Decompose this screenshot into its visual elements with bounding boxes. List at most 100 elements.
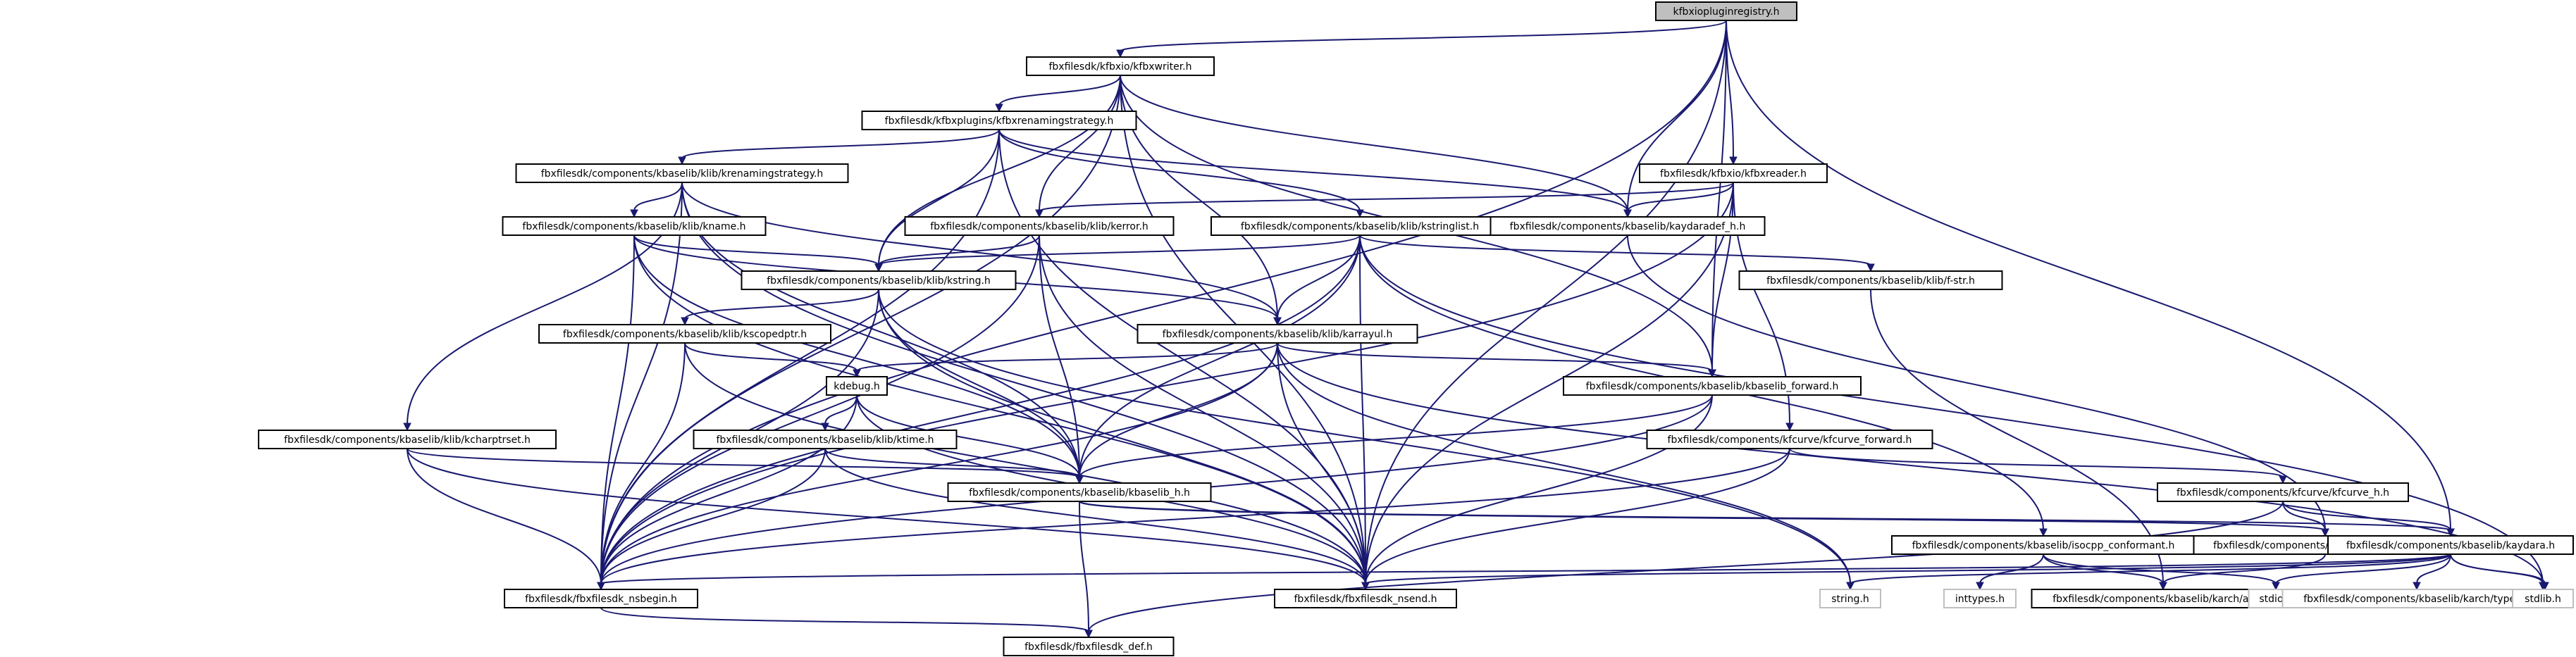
node-ktime[interactable]: fbxfilesdk/components/kbaselib/klib/ktim… bbox=[693, 430, 958, 449]
node-label: fbxfilesdk/components/kfcurve/kfcurve_h.… bbox=[2176, 487, 2389, 499]
node-kscoped[interactable]: fbxfilesdk/components/kbaselib/klib/ksco… bbox=[538, 324, 831, 344]
edge-kaydaradef-to-karch bbox=[2162, 553, 2326, 584]
node-label: fbxfilesdk/components/kbaselib/klib/kcha… bbox=[284, 434, 531, 446]
edge-kaydara-to-stringh-arrowhead bbox=[1846, 582, 1854, 591]
node-kcharptr[interactable]: fbxfilesdk/components/kbaselib/klib/kcha… bbox=[258, 430, 557, 449]
node-fstr[interactable]: fbxfilesdk/components/kbaselib/klib/f-st… bbox=[1738, 270, 2003, 290]
edge-renstrat-to-kstringlist bbox=[998, 129, 1361, 212]
node-box bbox=[904, 216, 1175, 236]
edge-kcurvefwd-to-nsend bbox=[1365, 448, 1790, 584]
edge-writer-to-kaydaradefh bbox=[1120, 75, 1628, 212]
edge-ktime-to-kbaselibh-arrowhead bbox=[1075, 475, 1084, 484]
edge-kerror-to-kstring bbox=[878, 234, 1040, 266]
edge-kaydara-to-stdio bbox=[2275, 553, 2451, 584]
node-box bbox=[1003, 637, 1175, 656]
node-kstringlist[interactable]: fbxfilesdk/components/kbaselib/klib/kstr… bbox=[1210, 216, 1509, 236]
node-renstrat[interactable]: fbxfilesdk/kfbxplugins/kfbxrenamingstrat… bbox=[861, 111, 1137, 130]
node-kaydara[interactable]: fbxfilesdk/components/kbaselib/kaydara.h bbox=[2327, 535, 2574, 555]
node-ktypes: fbxfilesdk/components/kbaselib/karch/typ… bbox=[2281, 589, 2552, 608]
node-fdef[interactable]: fbxfilesdk/fbxfilesdk_def.h bbox=[1003, 637, 1175, 656]
node-label: fbxfilesdk/kfbxio/kfbxreader.h bbox=[1660, 168, 1807, 180]
edge-root-to-nsend bbox=[1365, 20, 1727, 584]
node-label: inttypes.h bbox=[1955, 594, 2005, 605]
node-box bbox=[947, 482, 1212, 502]
node-box bbox=[1026, 56, 1215, 76]
node-box bbox=[538, 324, 831, 344]
node-label: fbxfilesdk/components/kbaselib/isocpp_co… bbox=[1912, 540, 2175, 551]
node-box bbox=[1738, 270, 2003, 290]
edge-kstring-to-kscoped bbox=[684, 289, 879, 320]
edge-kaydara-to-stdlib-arrowhead bbox=[2539, 582, 2547, 591]
node-reader[interactable]: fbxfilesdk/kfbxio/kfbxreader.h bbox=[1639, 163, 1828, 183]
node-box bbox=[861, 111, 1137, 130]
node-box bbox=[1210, 216, 1509, 236]
edge-kaydara-to-ctype bbox=[2450, 553, 2546, 584]
node-isocpp[interactable]: fbxfilesdk/components/kbaselib/isocpp_co… bbox=[1891, 535, 2196, 555]
edge-karrayul-to-kdebug-arrowhead bbox=[853, 369, 861, 378]
edge-renstrat-to-krename-arrowhead bbox=[678, 156, 686, 165]
node-label: fbxfilesdk/components/kbaselib/klib/f-st… bbox=[1766, 275, 1975, 287]
node-label: fbxfilesdk/components/kbaselib/klib/karr… bbox=[1163, 329, 1393, 340]
edge-writer-to-renstrat bbox=[998, 75, 1121, 106]
edge-kstringlist-to-kstring-arrowhead bbox=[874, 263, 883, 273]
edge-kaydara-to-stringh bbox=[1850, 553, 2451, 584]
node-box bbox=[2512, 589, 2574, 608]
node-box bbox=[1891, 535, 2196, 555]
node-kerror[interactable]: fbxfilesdk/components/kbaselib/klib/kerr… bbox=[904, 216, 1175, 236]
edge-kaydara-to-stdio-arrowhead bbox=[2272, 582, 2280, 591]
node-box bbox=[504, 589, 698, 608]
node-krename[interactable]: fbxfilesdk/components/kbaselib/klib/kren… bbox=[515, 163, 849, 183]
edge-kerror-to-nsend bbox=[1039, 234, 1366, 584]
edge-root-to-kaydaradefh bbox=[1627, 20, 1727, 212]
edge-kname-to-nsbegin bbox=[600, 234, 635, 584]
node-kname[interactable]: fbxfilesdk/components/kbaselib/klib/knam… bbox=[502, 216, 767, 236]
edge-kerror-to-kbaselibh bbox=[1039, 234, 1080, 478]
node-kbaselibh[interactable]: fbxfilesdk/components/kbaselib/kbaselib_… bbox=[947, 482, 1212, 502]
nodes-layer: kfbxiopluginregistry.h fbxfilesdk/kfbxio/… bbox=[258, 1, 2574, 656]
node-karrayul[interactable]: fbxfilesdk/components/kbaselib/klib/karr… bbox=[1137, 324, 1418, 344]
edge-kaydaradefh-to-kaydaradef bbox=[1627, 234, 2326, 531]
node-kfcurveh[interactable]: fbxfilesdk/components/kfcurve/kfcurve_h.… bbox=[2157, 482, 2409, 502]
node-kfwd[interactable]: fbxfilesdk/components/kbaselib/kbaselib_… bbox=[1563, 376, 1862, 396]
edge-karrayul-to-nsend bbox=[1277, 342, 1366, 584]
edge-kcharptr-to-kbaselibh bbox=[407, 448, 1080, 478]
node-kcurvefwd[interactable]: fbxfilesdk/components/kfcurve/kfcurve_fo… bbox=[1646, 430, 1933, 449]
node-kstring[interactable]: fbxfilesdk/components/kbaselib/klib/kstr… bbox=[741, 270, 1017, 290]
edge-kstring-to-nsend bbox=[878, 289, 1366, 584]
edge-kfcurveh-to-kaydaradef-arrowhead bbox=[2321, 528, 2329, 537]
edge-kcurvefwd-to-kfcurveh-arrowhead bbox=[2279, 475, 2287, 484]
edge-root-to-writer bbox=[1120, 20, 1727, 52]
node-label: fbxfilesdk/components/kbaselib/kaydara.h bbox=[2346, 540, 2555, 551]
node-box bbox=[826, 376, 888, 396]
edge-kbaselibh-to-kaydara bbox=[1079, 501, 2451, 531]
edge-root-to-nsbegin bbox=[600, 20, 1727, 584]
node-kdebug[interactable]: kdebug.h bbox=[826, 376, 888, 396]
node-label: kfbxiopluginregistry.h bbox=[1673, 6, 1780, 18]
edge-isocpp-to-inttypes bbox=[1979, 553, 2044, 584]
edge-karrayul-to-kfwd bbox=[1277, 342, 1713, 372]
edge-kcharptr-to-nsend bbox=[407, 448, 1366, 584]
edge-kaydara-to-nsend bbox=[1365, 553, 2451, 584]
edge-kstringlist-to-kstring bbox=[878, 234, 1361, 266]
node-writer[interactable]: fbxfilesdk/kfbxio/kfbxwriter.h bbox=[1026, 56, 1215, 76]
node-nsbegin[interactable]: fbxfilesdk/fbxfilesdk_nsbegin.h bbox=[504, 589, 698, 608]
edge-kscoped-to-nsend bbox=[684, 342, 1366, 584]
node-kaydaradefh[interactable]: fbxfilesdk/components/kbaselib/kaydarade… bbox=[1490, 216, 1766, 236]
node-label: stdlib.h bbox=[2525, 594, 2561, 605]
edge-krename-to-karrayul bbox=[681, 182, 1278, 320]
edge-reader-to-kerror bbox=[1039, 182, 1734, 212]
edge-kfcurveh-to-fdef bbox=[1088, 501, 2284, 632]
edge-renstrat-to-kstring bbox=[878, 129, 1000, 266]
node-label: fbxfilesdk/components/kbaselib/klib/ktim… bbox=[716, 434, 934, 446]
edge-reader-to-kcurvefwd-arrowhead bbox=[1785, 423, 1794, 432]
edge-kdebug-to-ktime-arrowhead bbox=[821, 423, 829, 432]
edge-krename-to-nsbegin bbox=[600, 182, 683, 584]
node-box bbox=[741, 270, 1017, 290]
edge-reader-to-kfwd bbox=[1711, 182, 1734, 372]
edge-kstringlist-to-kbaselibh bbox=[1079, 234, 1361, 478]
node-label: fbxfilesdk/components/kbaselib/kbaselib_… bbox=[1586, 381, 1839, 392]
node-root[interactable]: kfbxiopluginregistry.h bbox=[1655, 1, 1797, 21]
node-nsend[interactable]: fbxfilesdk/fbxfilesdk_nsend.h bbox=[1274, 589, 1457, 608]
edge-kdebug-to-kbaselibh bbox=[856, 394, 1080, 478]
